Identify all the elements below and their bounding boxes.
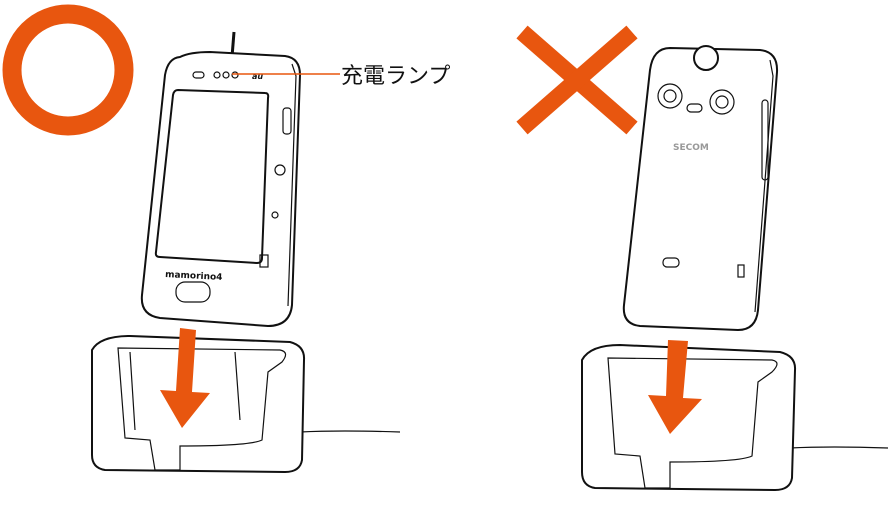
correct-circle-icon	[2, 4, 134, 136]
charging-cradle-left	[91, 335, 401, 473]
charging-lamp-label: 充電ランプ	[341, 64, 451, 89]
phone-right: SECOM	[622, 45, 779, 331]
model-label: mamorino4	[165, 270, 223, 283]
charging-cradle-right	[581, 344, 888, 491]
insert-arrow-right	[648, 340, 702, 434]
brand-logo: SECOM	[673, 143, 709, 153]
phone-left: au mamorino4	[140, 31, 301, 327]
insert-arrow-left	[160, 328, 210, 428]
incorrect-x-icon	[516, 25, 638, 135]
carrier-logo: au	[252, 72, 263, 81]
